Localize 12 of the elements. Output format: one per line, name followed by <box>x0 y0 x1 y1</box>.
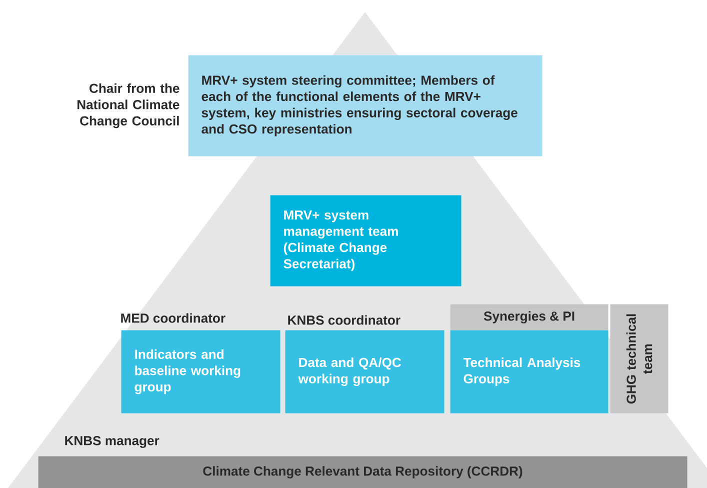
node-label: KNBS manager <box>65 436 160 448</box>
group-box: MED coordinator Indicators and baseline working group <box>121 313 280 414</box>
team-box: GHG technical team <box>610 304 668 414</box>
group-box: Synergies & PI <box>450 304 608 330</box>
node-label: KNBS coordinator <box>288 315 400 325</box>
group-box: KNBS manager Climate Change Relevant Data Repository (CCRDR) <box>38 436 688 488</box>
group-box: KNBS coordinator Data and QA/QC working group <box>285 315 444 414</box>
group-box: Technical Analysis Groups <box>450 330 608 414</box>
node-label: Chair from the National Climate Change Council <box>78 83 180 128</box>
group-box: MRV+ system management team (Climate Change Secretariat) <box>270 195 462 286</box>
node-label: MED coordinator <box>121 313 226 323</box>
group-box: MRV+ system steering committee; Members of each of the functional elements of the MRV+ system, key ministries ensuring sectoral coverage and CSO representation Chair from the National Climate Change Council <box>78 55 542 156</box>
